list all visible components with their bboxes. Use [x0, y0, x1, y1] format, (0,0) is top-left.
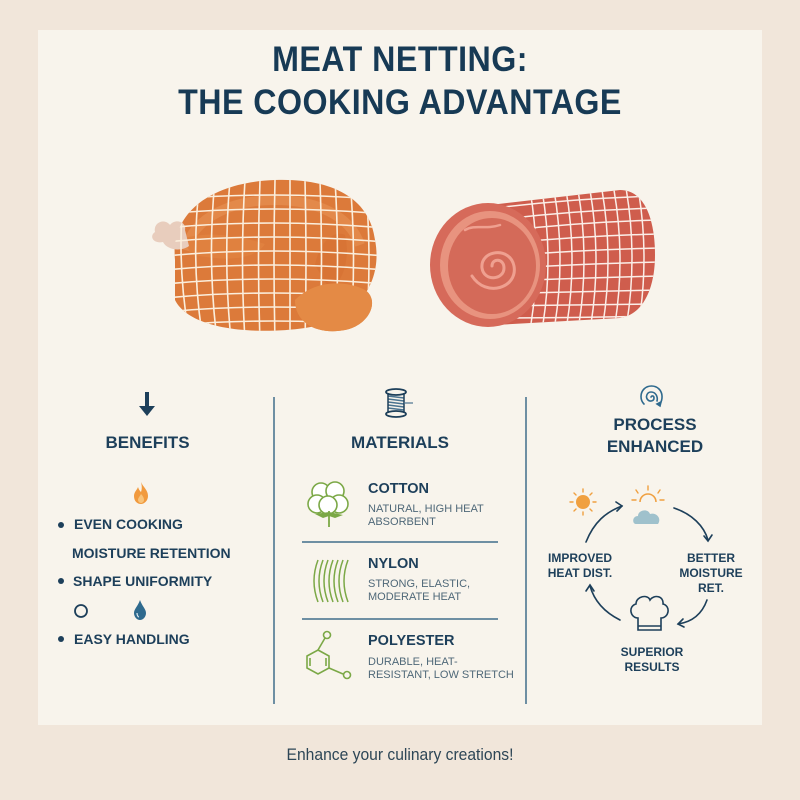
water-drop-icon [134, 600, 146, 620]
page-title: MEAT NETTING: THE COOKING ADVANTAGE [32, 38, 768, 124]
material-nylon-name: NYLON [368, 556, 419, 572]
spiral-icon [640, 385, 663, 408]
material-polyester-name: POLYESTER [368, 633, 455, 649]
cotton-boll-icon [307, 481, 349, 527]
process-heading: PROCESS ENHANCED [580, 414, 730, 458]
title-line-1: MEAT NETTING: [272, 40, 528, 79]
bullet [58, 522, 64, 528]
sun-cloud-icon [631, 485, 665, 524]
fiber-strands-icon [313, 559, 349, 603]
title-line-2: THE COOKING ADVANTAGE [178, 83, 622, 122]
material-cotton-description: NATURAL, HIGH HEAT ABSORBENT [368, 503, 484, 528]
cycle-step-better-moisture: BETTER MOISTURE RET. [679, 551, 743, 595]
benefit-moisture-retention: MOISTURE RETENTION [72, 545, 231, 561]
chef-hat-icon [630, 595, 669, 631]
bullet [58, 636, 64, 642]
content-panel [38, 30, 762, 725]
materials-separator [302, 618, 498, 620]
sun-icon [569, 488, 597, 516]
benefit-easy-handling: EASY HANDLING [74, 631, 190, 647]
bullet [58, 578, 64, 584]
thread-spool-icon [385, 388, 413, 418]
cycle-step-superior-results: SUPERIOR RESULTS [620, 645, 684, 674]
benefits-heading: BENEFITS [105, 433, 190, 452]
footer-tagline: Enhance your culinary creations! [286, 745, 514, 764]
circle-icon [74, 604, 88, 618]
benefit-even-cooking: EVEN COOKING [74, 516, 183, 532]
flame-icon [134, 482, 148, 504]
meat-roll-illustration [430, 190, 655, 327]
column-divider-right [525, 397, 527, 704]
process-cycle-diagram [569, 485, 713, 631]
cycle-step-improved-heat: IMPROVED HEAT DIST. [547, 551, 613, 580]
material-nylon-description: STRONG, ELASTIC, MODERATE HEAT [368, 578, 471, 603]
benefit-shape-uniformity: SHAPE UNIFORMITY [73, 573, 213, 589]
chicken-illustration [152, 179, 377, 332]
molecule-icon [306, 630, 352, 680]
column-divider-left [273, 397, 275, 704]
materials-separator [302, 541, 498, 543]
materials-heading: MATERIALS [351, 433, 449, 452]
process-heading-line-2: ENHANCED [606, 437, 704, 456]
material-cotton-name: COTTON [368, 481, 429, 497]
down-arrow-icon [139, 392, 155, 416]
process-heading-line-1: PROCESS [613, 415, 697, 434]
material-polyester-description: DURABLE, HEAT-RESISTANT, LOW STRETCH [368, 656, 514, 681]
